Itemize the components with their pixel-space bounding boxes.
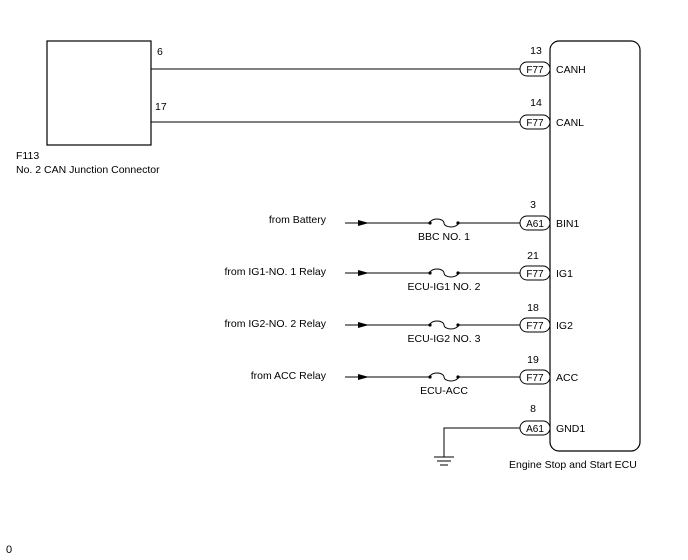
pin-canh: 13 <box>530 45 542 57</box>
fuse-icon-acc <box>429 372 459 382</box>
fuse-acc: ECU-ACC <box>420 385 468 397</box>
terminal-ig2: IG2 <box>556 320 573 332</box>
connector-badge-ig2 <box>519 317 551 333</box>
fuse-ig2: ECU-IG2 NO. 3 <box>408 333 481 345</box>
pin-ig1: 21 <box>527 250 539 262</box>
fuse-ig1: ECU-IG1 NO. 2 <box>408 281 481 293</box>
ecu-name: Engine Stop and Start ECU <box>509 459 637 471</box>
connector-badge-canl <box>519 114 551 130</box>
connector-acc: F77 <box>526 373 544 384</box>
row-acc: from ACC Relay ECU-ACC 19 F77 ACC <box>251 354 579 397</box>
source-ig2: from IG2-NO. 2 Relay <box>224 318 326 330</box>
footer-code: 0 <box>6 544 13 556</box>
source-acc: from ACC Relay <box>251 370 327 382</box>
pin-gnd1: 8 <box>530 403 536 415</box>
can-junction-box <box>46 40 152 146</box>
connector-badge-bin1 <box>519 215 551 231</box>
junction-name: No. 2 CAN Junction Connector <box>16 164 160 176</box>
junction-code: F113 <box>16 150 39 162</box>
connector-canl: F77 <box>526 118 544 129</box>
connector-ig2: F77 <box>526 321 544 332</box>
fuse-bin1: BBC NO. 1 <box>418 231 470 243</box>
pin-ig2: 18 <box>527 302 539 314</box>
row-bin1: from Battery BBC NO. 1 3 A61 BIN1 <box>269 199 580 243</box>
row-canh: 13 F77 CANH <box>151 45 586 77</box>
connector-gnd1: A61 <box>526 424 544 435</box>
connector-ig1: F77 <box>526 269 544 280</box>
ecu-box <box>549 40 641 452</box>
row-ig2: from IG2-NO. 2 Relay ECU-IG2 NO. 3 18 F7… <box>224 302 573 345</box>
arrow-bin1 <box>358 220 369 226</box>
row-canl: 14 F77 CANL <box>151 97 584 130</box>
fuse-icon-ig1 <box>429 268 459 278</box>
fuse-icon-ig2 <box>429 320 459 330</box>
terminal-ig1: IG1 <box>556 268 573 280</box>
connector-badge-ig1 <box>519 265 551 281</box>
source-bin1: from Battery <box>269 214 327 226</box>
arrow-ig1 <box>358 270 369 276</box>
ground-icon <box>434 456 454 466</box>
connector-badge-gnd1 <box>519 420 551 436</box>
connector-badge-acc <box>519 369 551 385</box>
junction-pin-6: 6 <box>157 46 163 58</box>
pin-bin1: 3 <box>530 199 536 211</box>
terminal-canh: CANH <box>556 64 586 76</box>
fuse-icon-bin1 <box>429 218 459 228</box>
connector-bin1: A61 <box>526 219 544 230</box>
pin-canl: 14 <box>530 97 542 109</box>
wire-gnd1 <box>443 427 520 457</box>
connector-badge-canh <box>519 61 551 77</box>
arrow-ig2 <box>358 322 369 328</box>
source-ig1: from IG1-NO. 1 Relay <box>224 266 326 278</box>
terminal-canl: CANL <box>556 117 584 129</box>
terminal-acc: ACC <box>556 372 579 384</box>
pin-acc: 19 <box>527 354 539 366</box>
junction-pin-17: 17 <box>155 101 167 113</box>
row-gnd1: 8 A61 GND1 <box>434 403 585 466</box>
terminal-bin1: BIN1 <box>556 218 580 230</box>
terminal-gnd1: GND1 <box>556 423 585 435</box>
arrow-acc <box>358 374 369 380</box>
row-ig1: from IG1-NO. 1 Relay ECU-IG1 NO. 2 21 F7… <box>224 250 573 293</box>
connector-canh: F77 <box>526 65 544 76</box>
